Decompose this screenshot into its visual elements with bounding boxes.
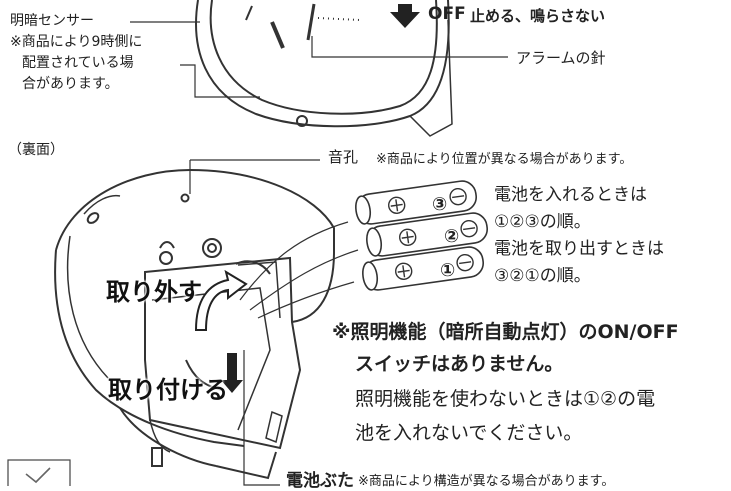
top-leader-lines (130, 21, 508, 98)
off-label: OFF (428, 4, 466, 24)
sensor-note-line-3: 合があります。 (22, 76, 119, 92)
clock-back-illustration (54, 168, 335, 480)
arrow-down-icon (221, 353, 243, 393)
battery-1-number: ① (440, 260, 456, 281)
battery-2-number: ② (444, 226, 460, 247)
remove-instruction-2: ③②①の順。 (494, 266, 591, 286)
insert-instruction-2: ①②③の順。 (494, 212, 591, 232)
remove-label: 取り外す (106, 278, 202, 306)
battery-cover-label: 電池ぶた (286, 471, 354, 491)
attach-label: 取り付ける (108, 376, 228, 404)
clock-front-illustration (195, 0, 453, 137)
battery-cover-note: ※商品により構造が異なる場合があります。 (358, 474, 615, 489)
remove-instruction-1: 電池を取り出すときは (494, 239, 664, 259)
notice-line-2: スイッチはありません。 (355, 353, 564, 375)
curved-arrow-icon (194, 269, 248, 331)
battery-leader-lines (189, 159, 359, 486)
alarm-hand-label: アラームの針 (516, 49, 606, 67)
notice-line-4: 池を入れないでください。 (355, 422, 583, 444)
battery-cover-arrows (185, 260, 271, 391)
arrow-down-icon (390, 4, 420, 28)
battery-3 (355, 180, 477, 225)
sensor-note-line-2: 配置されている場 (22, 55, 134, 71)
notice-line-1: ※照明機能（暗所自動点灯）のON/OFF (332, 321, 679, 343)
off-description: 止める、鳴らさない (470, 7, 606, 25)
sensor-title: 明暗センサー (10, 13, 94, 29)
back-heading: （裏面） (8, 142, 64, 158)
sound-hole-label: 音孔 (328, 148, 359, 166)
sound-hole-note: ※商品により位置が異なる場合があります。 (376, 152, 633, 167)
battery-3-number: ③ (432, 194, 448, 215)
checkbox-icon (7, 459, 71, 486)
insert-instruction-1: 電池を入れるときは (494, 185, 647, 205)
notice-line-3: 照明機能を使わないときは①②の電 (355, 388, 656, 410)
battery-1 (362, 246, 484, 291)
battery-2 (366, 212, 488, 257)
sensor-note-line-1: ※商品により9時側に (10, 34, 143, 50)
